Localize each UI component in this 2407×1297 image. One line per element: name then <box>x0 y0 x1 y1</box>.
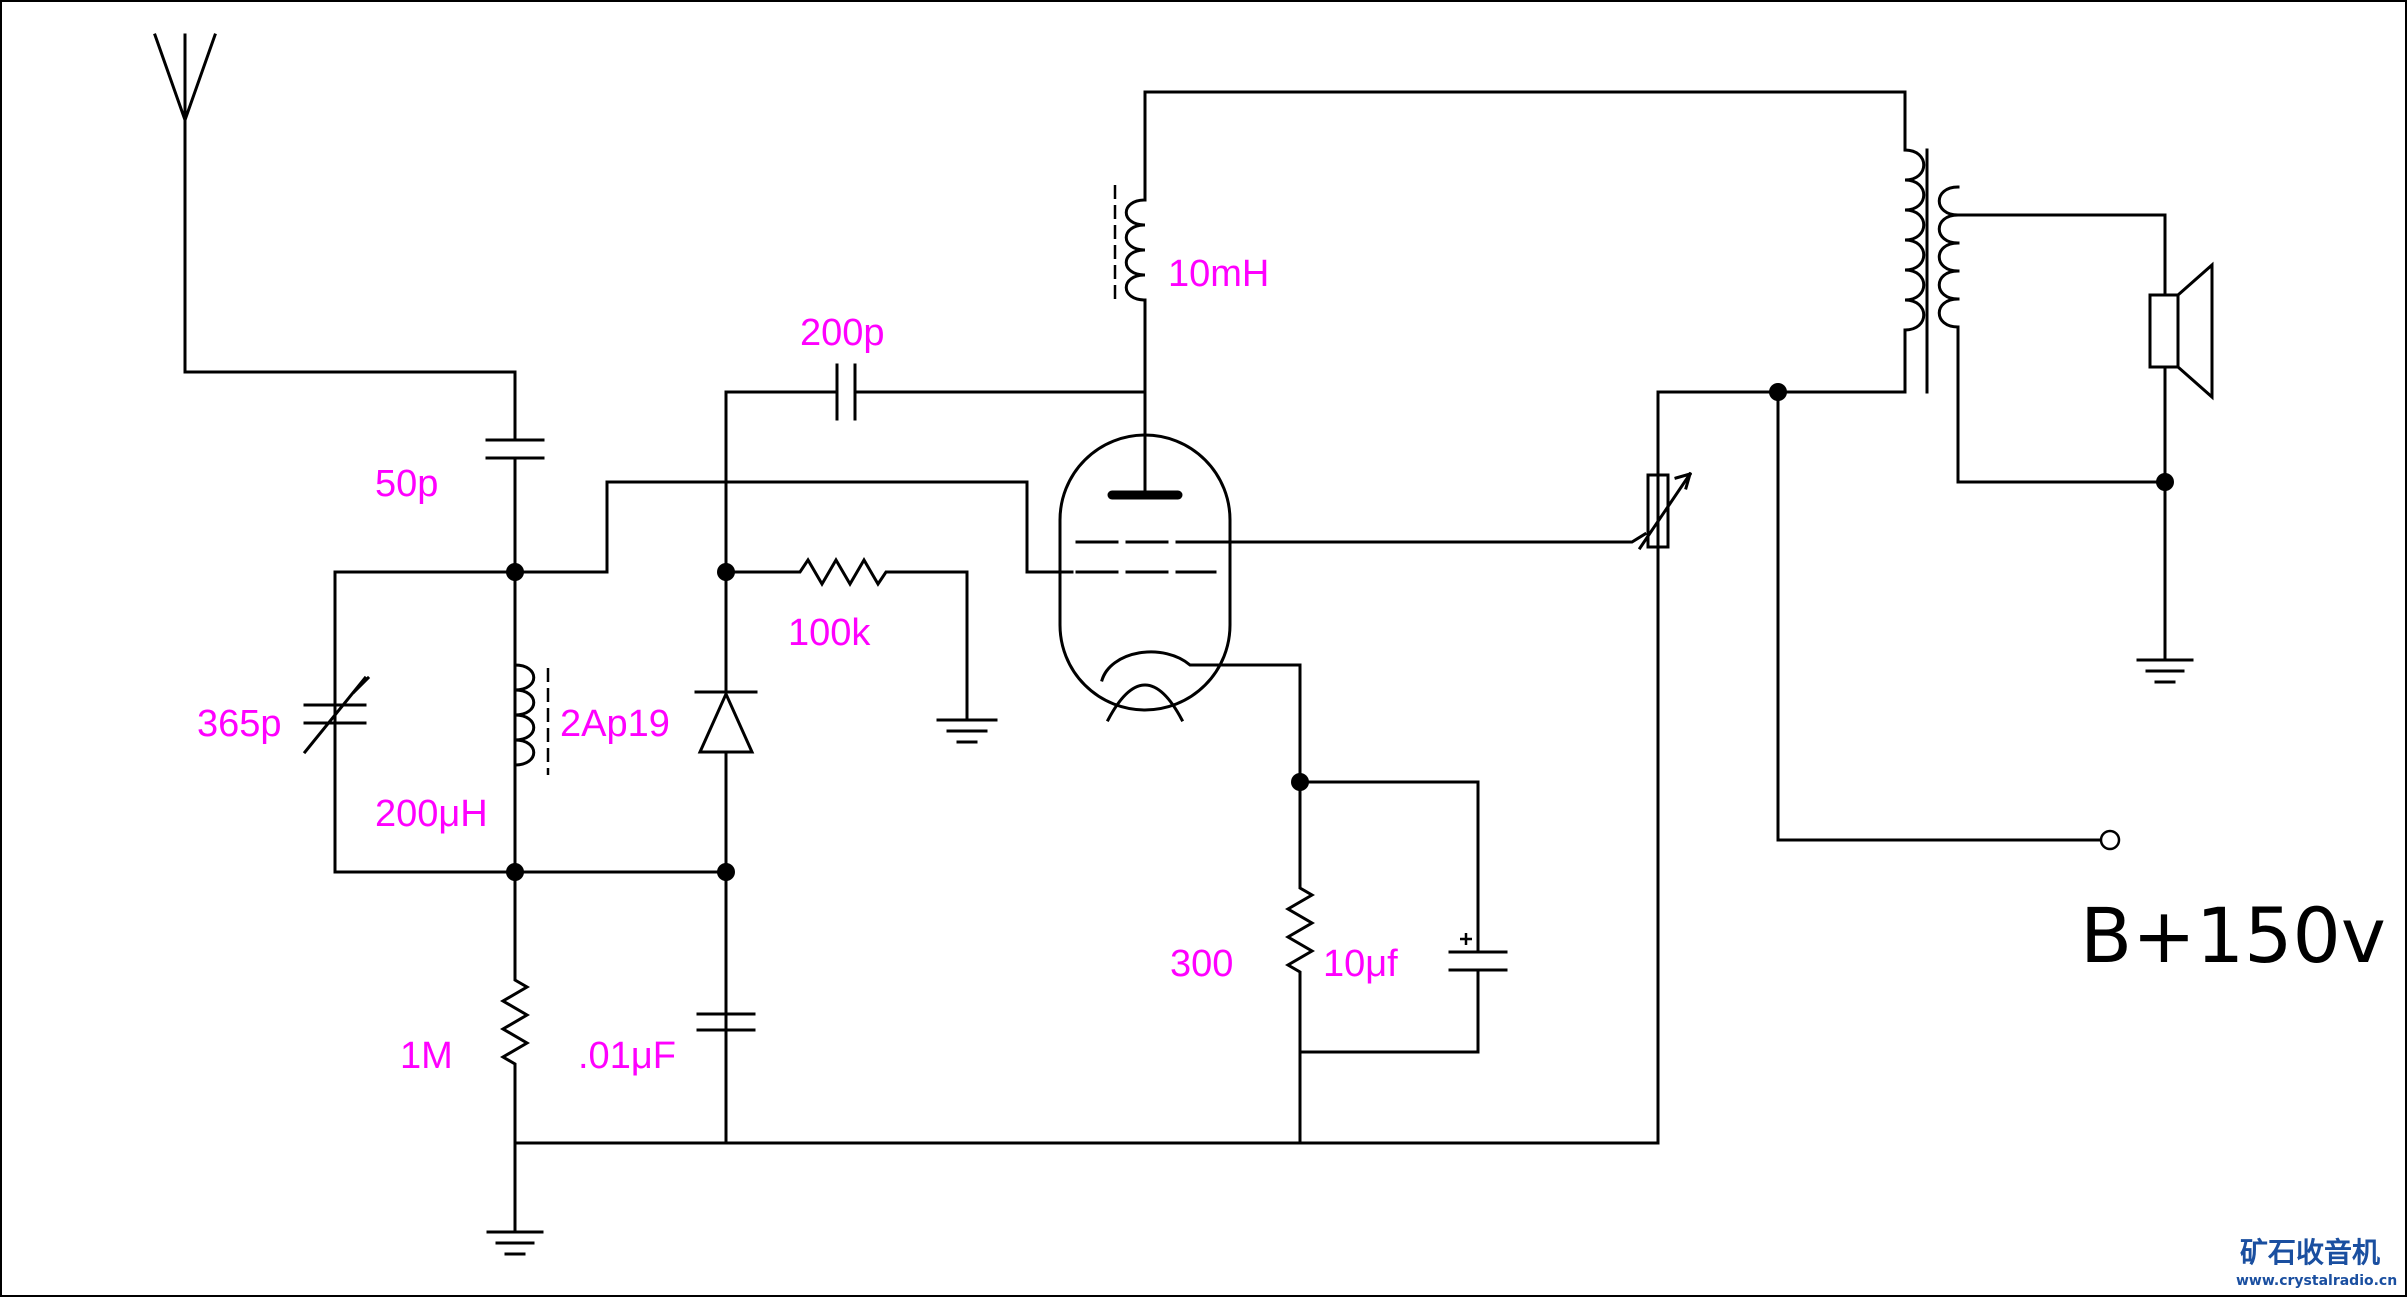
label-r-cathode: 300 <box>1170 943 1233 985</box>
label-c-antenna: 50p <box>375 463 438 505</box>
rf-choke <box>1113 90 1907 394</box>
antenna-symbol <box>153 33 517 442</box>
speaker-symbol <box>2148 261 2214 662</box>
label-inductance: 200μH <box>375 793 488 835</box>
detector-diode <box>513 390 758 1145</box>
bypass-capacitor <box>696 1012 756 1032</box>
ground-middle-symbol <box>936 718 998 744</box>
grid-resistor-100k <box>724 557 969 722</box>
regeneration-potentiometer <box>1213 390 1907 551</box>
label-c-cathode: 10μf <box>1323 943 1398 985</box>
cathode-resistor <box>1285 780 1315 1145</box>
label-coil: 2Ap19 <box>560 703 670 745</box>
tuning-coil <box>513 663 550 775</box>
label-choke: 10mH <box>1168 253 1269 295</box>
label-r-grid: 100k <box>788 612 871 654</box>
ground-right-symbol <box>2136 658 2194 684</box>
grid-leak-resistor <box>500 870 530 1145</box>
watermark-url: www.crystalradio.cn <box>2236 1273 2397 1289</box>
supply-terminal <box>1776 390 2121 851</box>
grid-wire <box>513 480 1074 574</box>
antenna-capacitor <box>485 438 545 874</box>
vacuum-tube <box>1058 390 1302 784</box>
label-supply: B+150v <box>2080 891 2386 980</box>
label-c-tuning: 365p <box>197 703 282 745</box>
cathode-capacitor <box>1298 780 1508 1054</box>
watermark-logo: 矿石收音机 www.crystalradio.cn <box>2236 1236 2397 1289</box>
coupling-capacitor <box>724 363 1147 421</box>
label-c-coupling: 200p <box>800 312 885 354</box>
ground-rail <box>513 390 1660 1145</box>
output-transformer <box>1903 148 2167 484</box>
tuning-capacitor <box>302 570 517 874</box>
label-r-leak: 1M <box>400 1035 453 1077</box>
junction-dots <box>506 383 2174 881</box>
label-c-bypass: .01μF <box>578 1035 676 1077</box>
watermark-title: 矿石收音机 <box>2240 1236 2380 1269</box>
ground-left-symbol <box>486 1141 544 1256</box>
